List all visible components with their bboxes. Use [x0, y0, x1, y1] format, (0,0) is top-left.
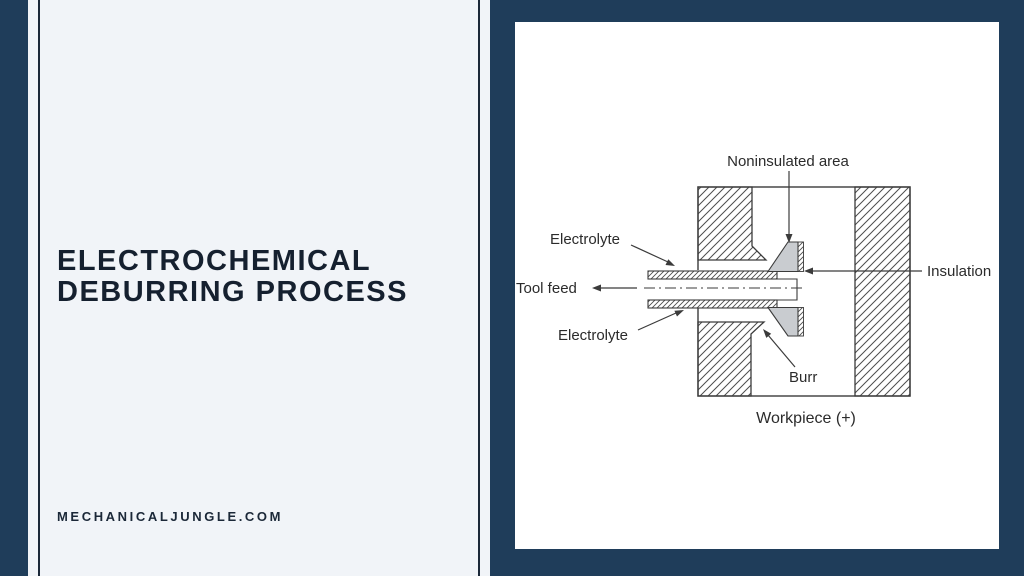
tool-cone-lower: [766, 306, 799, 337]
label-insulation: Insulation: [927, 263, 991, 280]
right-divider-line: [478, 0, 480, 576]
workpiece-bottom-left-block: [697, 321, 766, 397]
label-noninsulated-area: Noninsulated area: [727, 153, 849, 170]
tool-cone-upper: [766, 241, 799, 273]
arrow-electrolyte-top: [630, 244, 669, 263]
tool-tube-bottom-wall: [647, 299, 778, 309]
label-tool-feed: Tool feed: [516, 280, 577, 297]
arrowhead-insulation: [804, 267, 813, 275]
label-electrolyte-bottom: Electrolyte: [558, 327, 628, 344]
arrowhead-burr: [763, 329, 772, 338]
label-workpiece: Workpiece (+): [756, 410, 856, 427]
deburring-diagram: Noninsulated area Electrolyte Tool feed …: [516, 153, 991, 427]
arrowhead-electrolyte-top: [665, 259, 675, 266]
label-electrolyte-top: Electrolyte: [550, 231, 620, 248]
insulation-strip-lower: [797, 307, 804, 337]
arrowhead-noninsulated: [785, 234, 793, 243]
workpiece-top-left-block: [697, 186, 768, 261]
page-title-line2: DEBURRING PROCESS: [57, 276, 408, 308]
label-burr: Burr: [789, 369, 817, 386]
arrow-burr: [767, 334, 796, 368]
tool-tube-top-wall: [647, 270, 778, 280]
arrowhead-electrolyte-bottom: [674, 310, 684, 317]
insulation-strip-upper: [797, 241, 804, 272]
left-divider-line: [38, 0, 40, 576]
website-credit: MECHANICALJUNGLE.COM: [57, 509, 284, 524]
page-title: ELECTROCHEMICAL DEBURRING PROCESS: [57, 246, 408, 308]
left-accent-bar: [0, 0, 28, 576]
arrow-electrolyte-bottom: [637, 312, 677, 331]
workpiece-right-block: [854, 186, 911, 397]
page-title-line1: ELECTROCHEMICAL: [57, 245, 372, 277]
arrowhead-tool-feed: [592, 284, 601, 292]
tool-bore-end: [777, 278, 798, 301]
